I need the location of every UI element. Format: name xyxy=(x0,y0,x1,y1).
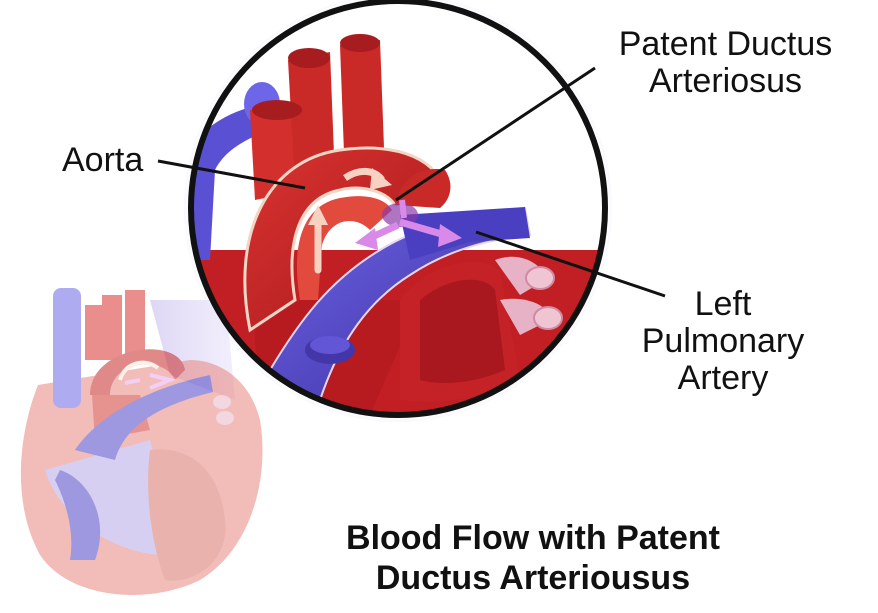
title-line1: Blood Flow with Patent xyxy=(288,518,778,558)
lpa-label-line2: Pulmonary xyxy=(623,323,823,360)
pda-label: Patent Ductus Arteriosus xyxy=(593,26,858,100)
pda-label-line2: Arteriosus xyxy=(593,63,858,100)
pda-label-line1: Patent Ductus xyxy=(593,26,858,63)
aorta-label: Aorta xyxy=(62,142,143,179)
title-line2: Ductus Arteriousus xyxy=(288,558,778,598)
lpa-label: Left Pulmonary Artery xyxy=(623,286,823,397)
lpa-label-line1: Left xyxy=(623,286,823,323)
diagram-title: Blood Flow with Patent Ductus Arteriousu… xyxy=(288,518,778,598)
lpa-label-line3: Artery xyxy=(623,360,823,397)
